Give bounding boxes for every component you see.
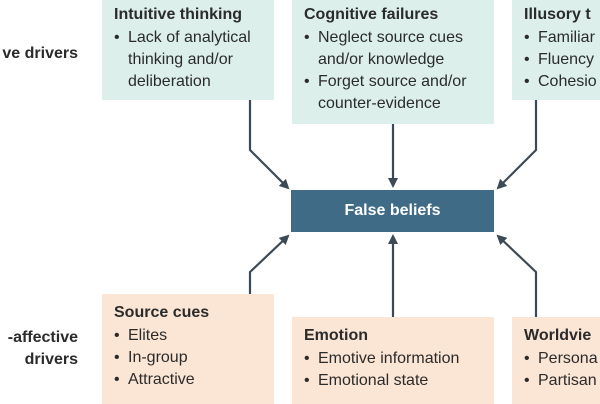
intuitive-thinking-title: Intuitive thinking (114, 6, 242, 23)
intuitive-thinking-box: Intuitive thinking Lack of analytical th… (102, 0, 274, 100)
cognitive-failures-item: Neglect source cues and/or knowledge (304, 27, 482, 71)
arrow-source-cues-to-false-beliefs (248, 234, 290, 294)
false-beliefs-label: False beliefs (344, 202, 441, 219)
cognitive-failures-item: Forget source and/or counter-evidence (304, 71, 482, 115)
emotion-title: Emotion (304, 327, 368, 344)
source-cues-item: Elites (114, 325, 262, 347)
intuitive-thinking-item: Lack of analytical thinking and/or delib… (114, 27, 262, 93)
cognitive-failures-box: Cognitive failures Neglect source cues a… (292, 0, 494, 124)
illusory-truth-box: Illusory t Familiar Fluency Cohesio (512, 0, 600, 100)
worldview-box: Worldvie Persona Partisan (512, 317, 600, 404)
cognitive-drivers-label: ve drivers (2, 45, 78, 62)
arrow-worldview-to-false-beliefs (496, 234, 538, 317)
socio-affective-label-line2: drivers (24, 351, 78, 368)
emotion-box: Emotion Emotive information Emotional st… (292, 317, 494, 404)
emotion-item: Emotive information (304, 348, 482, 370)
illusory-truth-title: Illusory t (524, 6, 591, 23)
illusory-truth-item: Cohesio (524, 71, 600, 93)
source-cues-item: In-group (114, 347, 262, 369)
source-cues-title: Source cues (114, 304, 210, 321)
illusory-truth-item: Familiar (524, 27, 600, 49)
worldview-item: Persona (524, 348, 600, 370)
arrow-intuitive-to-false-beliefs (248, 100, 290, 190)
source-cues-item: Attractive (114, 369, 262, 391)
emotion-item: Emotional state (304, 370, 482, 392)
arrow-illusory-truth-to-false-beliefs (496, 100, 538, 190)
worldview-title: Worldvie (524, 327, 592, 344)
source-cues-box: Source cues Elites In-group Attractive (102, 294, 274, 404)
cognitive-failures-title: Cognitive failures (304, 6, 439, 23)
false-beliefs-box: False beliefs (291, 190, 494, 232)
illusory-truth-item: Fluency (524, 49, 600, 71)
socio-affective-drivers-label: -affective drivers (8, 327, 78, 371)
socio-affective-label-line1: -affective (7, 329, 78, 346)
worldview-item: Partisan (524, 370, 600, 392)
